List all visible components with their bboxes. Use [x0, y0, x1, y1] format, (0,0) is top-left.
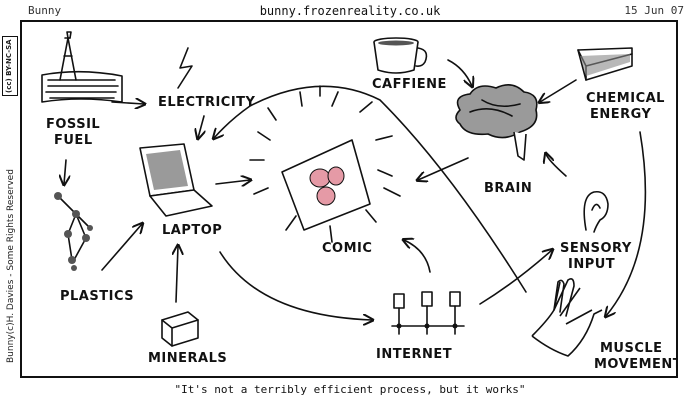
oil-rig-icon [41, 31, 123, 103]
electricity-label: ELECTRICITY [158, 95, 256, 110]
hand-icon [531, 278, 603, 357]
comic-page-icon [249, 85, 401, 243]
comic-label: COMIC [322, 241, 372, 256]
publish-date: 15 Jun 07 [624, 4, 684, 17]
muscle-label-2: MOVEMENT [594, 357, 678, 372]
fossil-fuel-label-2: FUEL [54, 133, 93, 148]
internet-label: INTERNET [376, 347, 452, 362]
comic-caption: "It's not a terribly efficient process, … [174, 383, 526, 396]
laptop-icon [139, 143, 213, 217]
brain-icon [455, 84, 538, 161]
network-icon [391, 291, 465, 335]
copyright-credit: Bunny(c)H. Davies - Some Rights Reserved [1, 143, 21, 383]
sensory-label-2: INPUT [568, 257, 615, 272]
brain-label: BRAIN [484, 181, 532, 196]
lightning-icon [177, 47, 193, 89]
cc-license-badge: (cc) BY-NC-SA [2, 36, 18, 96]
muscle-label-1: MUSCLE [600, 341, 663, 356]
flow-arrows [64, 59, 647, 320]
coffee-cup-icon [373, 37, 428, 74]
site-url: bunny.frozenreality.co.uk [259, 4, 441, 18]
sensory-label-1: SENSORY [560, 241, 632, 256]
chemical-label-1: CHEMICAL [586, 91, 665, 106]
fossil-fuel-label-1: FOSSIL [46, 117, 100, 132]
laptop-label: LAPTOP [162, 223, 222, 238]
caffeine-label: CAFFIENE [372, 77, 447, 92]
comic-drawing: FOSSIL FUEL ELECTRICITY CAFFIENE CHEMICA… [41, 31, 678, 372]
ear-icon [583, 190, 609, 233]
copyright-text: Bunny(c)H. Davies - Some Rights Reserved [6, 169, 16, 363]
cake-slice-icon [577, 47, 633, 81]
cc-license-text: (cc) BY-NC-SA [5, 39, 13, 93]
mineral-block-icon [161, 311, 199, 347]
plastics-label: PLASTICS [60, 289, 134, 304]
comic-title: Bunny [28, 4, 62, 17]
molecule-icon [54, 192, 93, 271]
minerals-label: MINERALS [148, 351, 227, 366]
chemical-label-2: ENERGY [590, 107, 652, 122]
